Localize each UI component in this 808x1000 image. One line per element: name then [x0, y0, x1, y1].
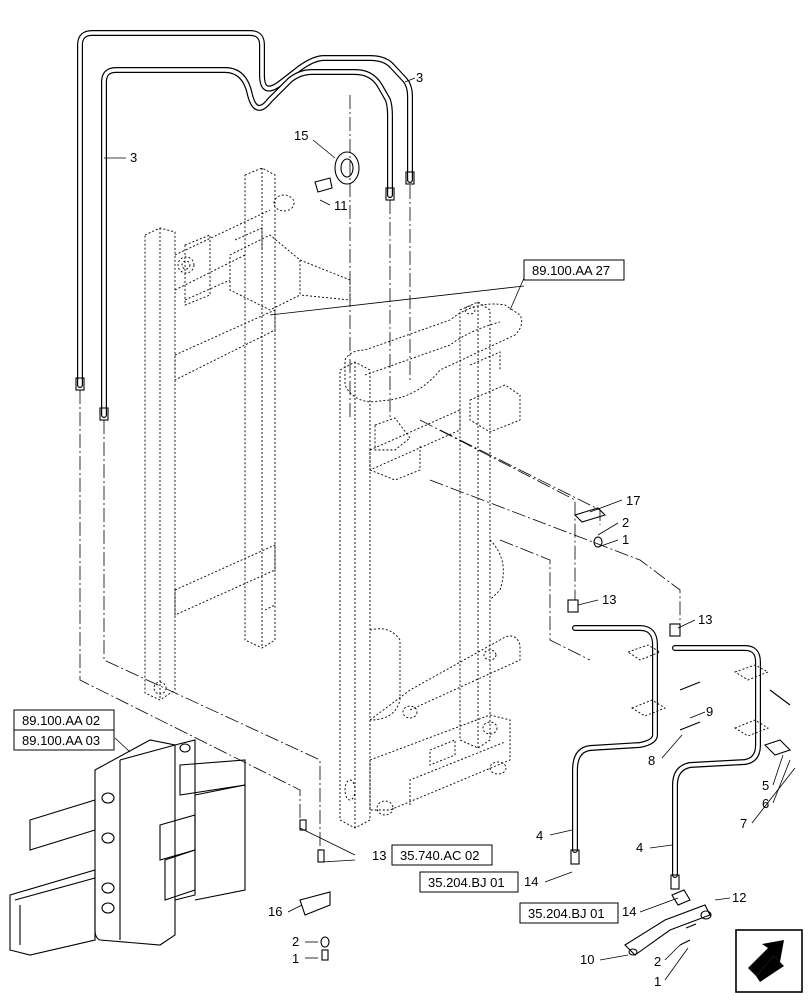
reference-text: 35.204.BJ 01: [428, 875, 505, 890]
callout-numbers: 3 3 15 11 17 2 1 13 13 9 8 5 6 7 4 4 14 …: [130, 70, 769, 989]
fork-carriage: [9, 739, 246, 956]
callout-16: 16: [268, 904, 282, 919]
callout-1-lower-right: 1: [654, 974, 661, 989]
callout-3-upper: 3: [416, 70, 423, 85]
reference-text: 89.100.AA 03: [22, 733, 100, 748]
callout-9: 9: [706, 704, 713, 719]
callout-1-lower-left: 1: [292, 951, 299, 966]
callout-14-right: 14: [622, 904, 636, 919]
callout-5: 5: [762, 778, 769, 793]
center-lines: [79, 95, 681, 850]
long-hoses: [75, 30, 415, 421]
callout-15: 15: [294, 128, 308, 143]
reference-box-89-100-aa-27[interactable]: 89.100.AA 27: [523, 259, 625, 281]
clamps: [299, 151, 792, 961]
reference-box-89-100-aa-02[interactable]: 89.100.AA 02: [13, 709, 115, 731]
reference-text: 35.204.BJ 01: [528, 906, 605, 921]
reference-box-35-740-ac-02[interactable]: 35.740.AC 02: [391, 844, 493, 866]
callout-13-right: 13: [698, 612, 712, 627]
reference-box-89-100-aa-03[interactable]: 89.100.AA 03: [13, 729, 115, 751]
callout-2-lower-left: 2: [292, 934, 299, 949]
callout-3-lower: 3: [130, 150, 137, 165]
callout-7: 7: [740, 816, 747, 831]
callout-13-left: 13: [602, 592, 616, 607]
arrow-next-page-icon[interactable]: [735, 929, 803, 993]
callout-17: 17: [626, 493, 640, 508]
callout-2-lower-right: 2: [654, 954, 661, 969]
callout-13-lower: 13: [372, 848, 386, 863]
callout-2-upper: 2: [622, 515, 629, 530]
leader-lines: [104, 77, 796, 981]
reference-box-35-204-bj-01-left[interactable]: 35.204.BJ 01: [419, 871, 519, 893]
short-hoses: [567, 599, 761, 890]
callout-14-left: 14: [524, 874, 538, 889]
outer-mast: [144, 167, 351, 701]
callout-10: 10: [580, 952, 594, 967]
callout-4-left: 4: [536, 828, 543, 843]
reference-text: 35.740.AC 02: [400, 848, 480, 863]
callout-11: 11: [334, 198, 348, 213]
callout-8: 8: [648, 753, 655, 768]
reference-text: 89.100.AA 02: [22, 713, 100, 728]
inner-mast: [339, 301, 523, 829]
reference-box-35-204-bj-01-right[interactable]: 35.204.BJ 01: [519, 902, 619, 924]
callout-12: 12: [732, 890, 746, 905]
callout-4-right: 4: [636, 840, 643, 855]
callout-1-upper: 1: [622, 532, 629, 547]
callout-6: 6: [762, 796, 769, 811]
reference-text: 89.100.AA 27: [532, 263, 610, 278]
